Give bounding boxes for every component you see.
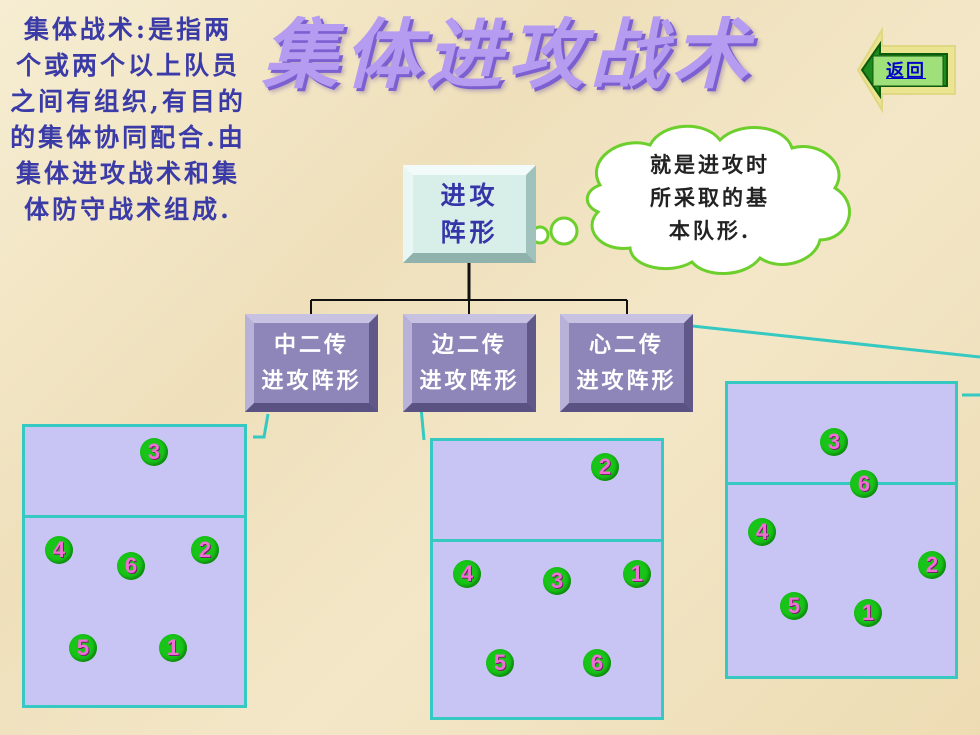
definition-text: 集体战术:是指两个或两个以上队员之间有组织,有目的的集体协同配合.由集体进攻战术… xyxy=(10,15,246,224)
player-marker: 5 xyxy=(69,634,97,662)
player-marker: 1 xyxy=(623,560,651,588)
player-marker: 2 xyxy=(591,453,619,481)
system-label-line2: 进攻阵形 xyxy=(261,368,362,394)
player-marker: 6 xyxy=(117,552,145,580)
system-label-line2: 进攻阵形 xyxy=(419,368,520,394)
player-marker: 4 xyxy=(453,560,481,588)
cloud-line1: 就是进攻时 xyxy=(650,152,770,177)
callout-line-right xyxy=(691,324,980,359)
thought-bubble-large xyxy=(549,216,579,246)
callout-line-middle xyxy=(419,406,426,441)
court-side-setter: 2 4 3 1 5 6 xyxy=(430,438,664,720)
back-button-label[interactable]: 返回 xyxy=(886,61,926,82)
player-marker: 4 xyxy=(748,518,776,546)
player-marker: 6 xyxy=(583,649,611,677)
back-arrow-icon[interactable] xyxy=(856,26,956,114)
player-marker: 3 xyxy=(140,438,168,466)
system-box-center-setter: 中二传 进攻阵形 xyxy=(245,314,378,412)
cloud-line3: 本队形. xyxy=(668,218,752,243)
attack-formation-line1: 进攻 xyxy=(440,181,499,210)
system-label-line1: 中二传 xyxy=(273,332,349,358)
attack-formation-line2: 阵形 xyxy=(440,218,499,247)
system-box-middle-setter: 心二传 进攻阵形 xyxy=(560,314,693,412)
court-center-setter: 3 4 6 2 5 1 xyxy=(22,424,247,708)
player-marker: 1 xyxy=(854,599,882,627)
player-marker: 6 xyxy=(850,470,878,498)
system-label-line1: 心二传 xyxy=(588,332,664,358)
attack-line xyxy=(433,539,661,542)
attack-line xyxy=(25,515,244,518)
attack-formation-box: 进攻 阵形 xyxy=(403,165,536,263)
callout-line-left xyxy=(253,413,270,439)
player-marker: 3 xyxy=(543,567,571,595)
player-marker: 2 xyxy=(918,551,946,579)
thought-cloud-text: 就是进攻时 所采取的基 本队形. xyxy=(612,148,808,247)
player-marker: 1 xyxy=(159,634,187,662)
cloud-line2: 所采取的基 xyxy=(650,185,770,210)
system-label-line1: 边二传 xyxy=(431,332,507,358)
main-title: 集体进攻战术 xyxy=(262,10,754,99)
court-middle-setter: 3 6 4 2 5 1 xyxy=(725,381,958,679)
player-marker: 5 xyxy=(486,649,514,677)
player-marker: 3 xyxy=(820,428,848,456)
player-marker: 4 xyxy=(45,536,73,564)
attack-line xyxy=(728,482,955,485)
system-label-line2: 进攻阵形 xyxy=(576,368,677,394)
player-marker: 5 xyxy=(780,592,808,620)
thought-cloud xyxy=(585,124,851,275)
player-marker: 2 xyxy=(191,536,219,564)
system-box-side-setter: 边二传 进攻阵形 xyxy=(403,314,536,412)
